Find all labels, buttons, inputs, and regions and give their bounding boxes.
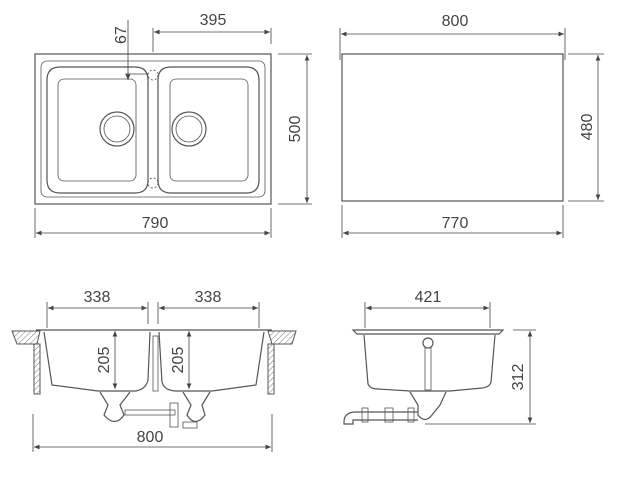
top-view: 67 395 500 790 [34, 12, 312, 238]
top-width-label: 800 [442, 13, 469, 30]
height-label: 500 [287, 116, 304, 143]
countertop-left [11, 330, 41, 345]
half-label: 395 [200, 12, 227, 29]
side-drain [409, 391, 447, 421]
left-bowl-section [43, 331, 151, 392]
overflow-rod [424, 347, 432, 391]
width-label: 790 [142, 215, 169, 232]
left-drain-trap [99, 391, 131, 423]
right-bowl-section [158, 331, 265, 392]
right-drain-icon [171, 111, 207, 147]
side-rim [351, 329, 505, 335]
cabinet-wall-left [33, 343, 41, 395]
countertop-right [267, 330, 297, 345]
pipe-fitting [361, 407, 369, 423]
rim [40, 60, 266, 198]
overall-width-label: 800 [137, 429, 164, 446]
side-bowl [363, 334, 496, 392]
right-drain-trap [182, 391, 211, 423]
right-drain-inner [175, 115, 203, 143]
left-bowl-width-label: 338 [84, 289, 111, 306]
cutout-outline [341, 53, 564, 202]
tap-hole-icon [147, 177, 159, 189]
left-bowl [46, 66, 149, 194]
left-drain-inner [103, 115, 131, 143]
left-bowl-depth-label: 205 [96, 347, 113, 374]
outlet-fitting [182, 421, 198, 429]
right-bowl [157, 66, 260, 194]
right-bowl-width-label: 338 [195, 289, 222, 306]
side-depth-label: 312 [510, 364, 527, 391]
pipe-fitting [169, 402, 179, 428]
bottom-width-label: 770 [442, 215, 469, 232]
cabinet-wall-right [267, 343, 275, 395]
right-bowl-floor [169, 78, 249, 182]
sink-outline [34, 53, 272, 205]
left-drain-icon [99, 111, 135, 147]
left-bowl-floor [57, 78, 137, 182]
pipe-fitting [407, 407, 415, 423]
overflow-knob-icon [422, 337, 434, 349]
front-section: 338 338 205 205 800 [11, 289, 297, 452]
offset-label: 67 [113, 26, 130, 44]
pipe-fitting [384, 407, 394, 423]
side-width-label: 421 [415, 289, 442, 306]
right-bowl-depth-label: 205 [170, 347, 187, 374]
cutout-height-label: 480 [579, 114, 596, 141]
tap-hole-icon [147, 69, 159, 81]
connecting-pipe [124, 409, 176, 416]
overflow-pipe [152, 335, 159, 392]
waste-pipe [343, 411, 418, 425]
cutout-view: 800 480 770 [339, 13, 604, 238]
side-section: 421 312 [343, 289, 536, 425]
